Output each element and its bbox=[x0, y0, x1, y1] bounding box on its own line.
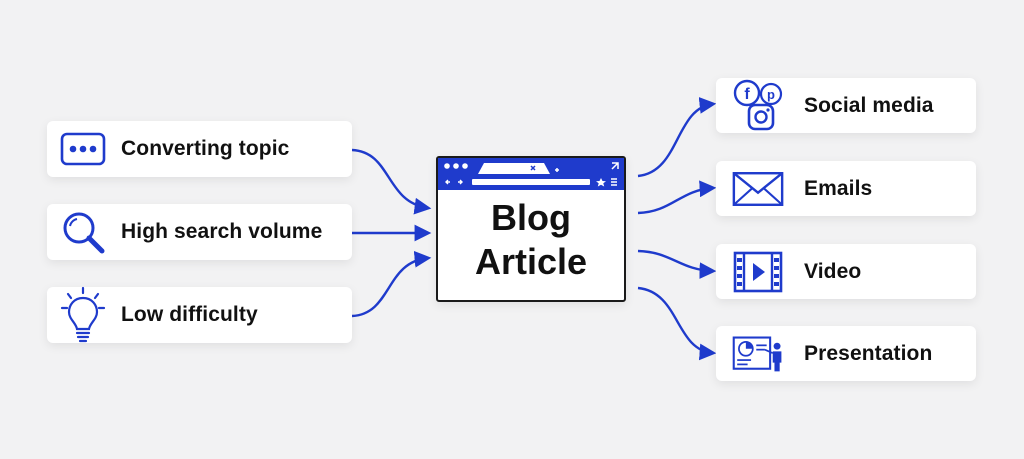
chat-bubble-icon bbox=[59, 125, 107, 173]
input-label: High search volume bbox=[121, 220, 323, 243]
arrow-converting-to-article bbox=[351, 148, 432, 215]
output-label: Presentation bbox=[804, 341, 933, 365]
menu-icon bbox=[611, 178, 617, 186]
magnifier-icon bbox=[59, 208, 107, 256]
title-line-1: Blog bbox=[491, 197, 571, 238]
new-tab-icon bbox=[555, 168, 559, 172]
browser-toolbar bbox=[438, 158, 624, 190]
output-label: Emails bbox=[804, 176, 873, 200]
output-card-presentation: Presentation bbox=[716, 326, 976, 381]
tab-close-icon bbox=[530, 165, 536, 171]
output-label: Social media bbox=[804, 93, 934, 117]
arrow-article-to-presentation bbox=[637, 286, 717, 361]
output-card-emails: Emails bbox=[716, 161, 976, 216]
star-icon bbox=[596, 178, 606, 187]
input-card-converting-topic: Converting topic bbox=[47, 121, 352, 177]
input-card-low-difficulty: Low difficulty bbox=[47, 286, 352, 343]
input-label: Low difficulty bbox=[121, 303, 258, 326]
arrow-difficulty-to-article bbox=[351, 250, 432, 318]
envelope-icon bbox=[732, 163, 784, 215]
back-arrow-icon bbox=[445, 179, 450, 185]
title-line-2: Article bbox=[474, 241, 588, 282]
window-dot-icon bbox=[453, 163, 459, 169]
presentation-icon bbox=[732, 328, 784, 380]
output-card-social-media: f p Social media bbox=[716, 78, 976, 133]
input-label: Converting topic bbox=[121, 137, 290, 160]
video-icon bbox=[732, 246, 784, 298]
window-dot-icon bbox=[462, 163, 468, 169]
expand-icon bbox=[611, 162, 619, 170]
lightbulb-icon bbox=[59, 286, 107, 343]
blog-article-window: Blog Article bbox=[436, 156, 626, 302]
output-label: Video bbox=[804, 259, 862, 283]
output-card-video: Video bbox=[716, 244, 976, 299]
svg-text:f: f bbox=[744, 86, 750, 103]
forward-arrow-icon bbox=[458, 179, 463, 185]
svg-text:p: p bbox=[767, 87, 775, 102]
arrow-article-to-video bbox=[637, 249, 717, 279]
social-media-icon: f p bbox=[732, 79, 784, 132]
window-dot-icon bbox=[444, 163, 450, 169]
browser-tab bbox=[478, 163, 550, 174]
address-bar bbox=[472, 179, 590, 185]
article-title: Blog Article bbox=[438, 196, 624, 284]
arrow-article-to-emails bbox=[637, 180, 717, 215]
arrow-article-to-social bbox=[637, 97, 717, 178]
input-card-high-search-volume: High search volume bbox=[47, 204, 352, 260]
